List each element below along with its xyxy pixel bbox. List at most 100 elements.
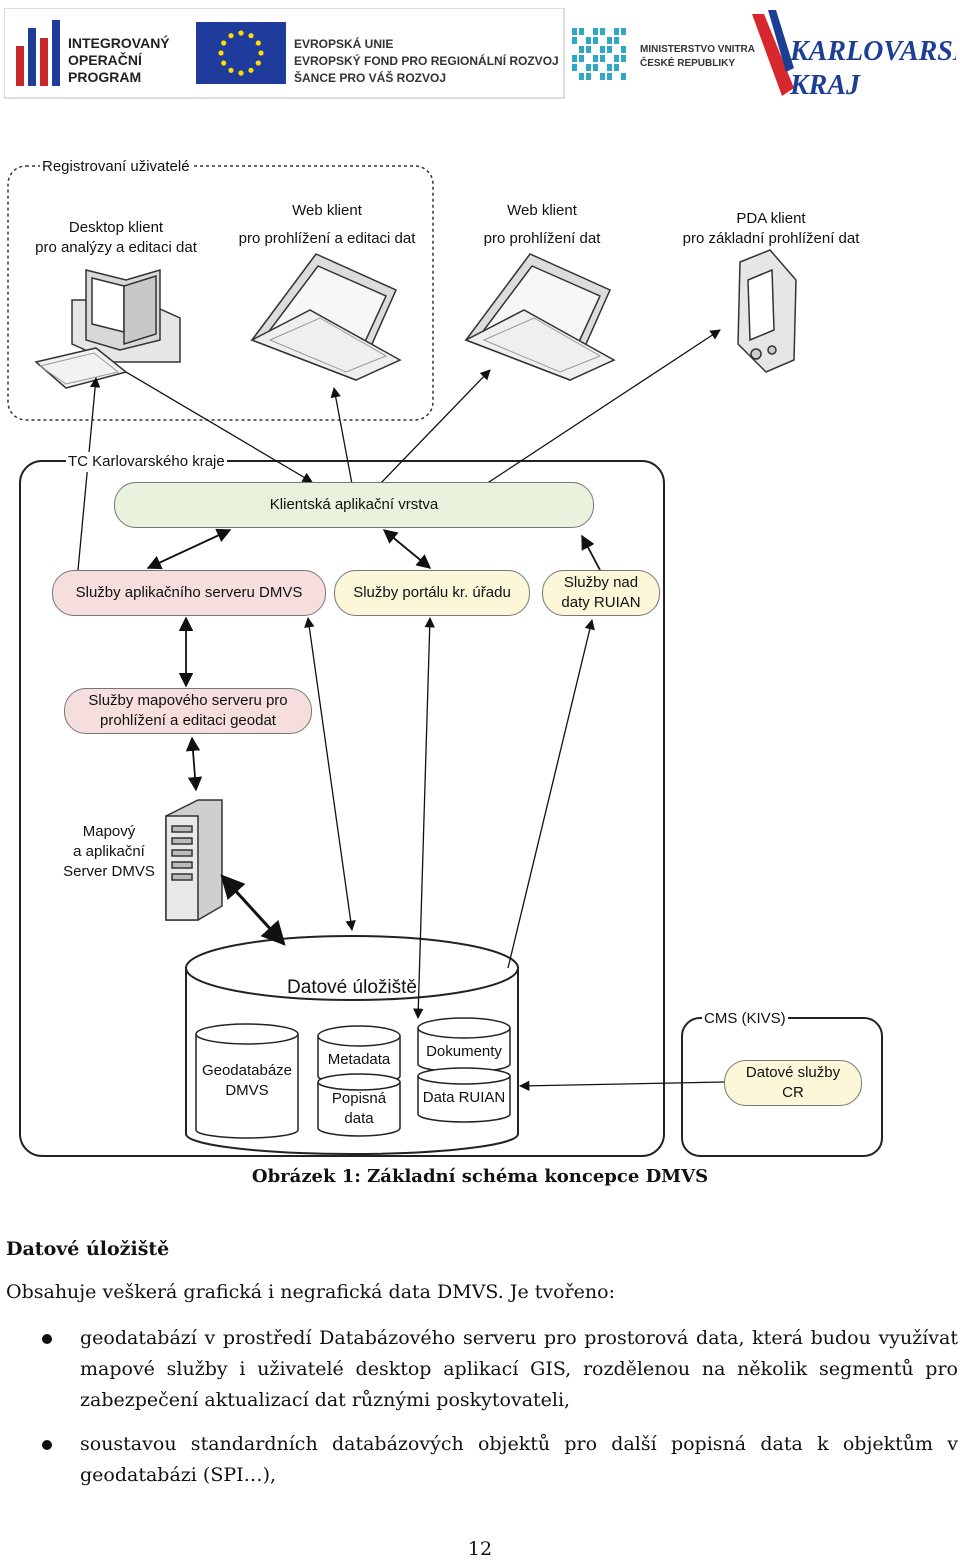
eu-star-icon — [248, 33, 254, 39]
eu-star-icon — [238, 30, 244, 36]
mv-logo: MINISTERSTVO VNITRA ČESKÉ REPUBLIKY — [572, 28, 755, 80]
app-server-services-label: Služby aplikačního serveru DMVS — [75, 584, 303, 601]
geodatabase-line-2: DMVS — [225, 1082, 269, 1099]
mv-dot-icon — [579, 28, 584, 35]
documents-label: Dokumenty — [426, 1043, 502, 1060]
mv-dot-icon — [621, 55, 626, 62]
mv-dot-icon — [600, 55, 605, 62]
client-web-view-subtitle: pro prohlížení dat — [483, 230, 601, 247]
client-desktop-label: Desktop klient pro analýzy a editaci dat — [20, 218, 212, 258]
server-label-line-1: Mapový — [82, 823, 136, 840]
ruian-services: Služby nad daty RUIAN — [542, 570, 660, 616]
cr-data-services: Datové služby CR — [724, 1060, 862, 1106]
eu-line-3: ŠANCE PRO VÁŠ ROZVOJ — [294, 70, 446, 85]
client-desktop-subtitle: pro analýzy a editaci dat — [35, 239, 197, 256]
descriptive-data-line-2: data — [344, 1110, 374, 1127]
architecture-diagram — [7, 165, 883, 1157]
mv-dot-icon — [579, 46, 584, 53]
mv-dot-icon — [614, 37, 619, 44]
client-pda-label: PDA klient pro základní prohlížení dat — [668, 209, 874, 249]
mv-dot-icon — [621, 46, 626, 53]
ruian-services-line-2: daty RUIAN — [561, 594, 641, 611]
mv-dot-icon — [586, 64, 591, 71]
group-label-registered-users: Registrovaní uživatelé — [40, 157, 192, 177]
server-label-line-3: Server DMVS — [63, 863, 155, 880]
client-application-layer: Klientská aplikační vrstva — [114, 482, 594, 528]
iop-line-3: PROGRAM — [68, 69, 141, 85]
mv-dot-icon — [600, 28, 605, 35]
iop-line-2: OPERAČNÍ — [68, 51, 143, 68]
eu-line-2: EVROPSKÝ FOND PRO REGIONÁLNÍ ROZVOJ — [294, 53, 559, 68]
storage-title: Datové úložiště — [287, 977, 417, 998]
metadata-label: Metadata — [327, 1051, 391, 1068]
mv-dot-icon — [593, 55, 598, 62]
section-heading: Datové úložiště — [6, 1238, 170, 1260]
kk-line-2: KRAJ — [789, 70, 861, 100]
client-desktop-title: Desktop klient — [68, 219, 164, 236]
ruian-services-line-1: Služby nad — [563, 574, 639, 591]
eu-line-1: EVROPSKÁ UNIE — [294, 36, 393, 51]
mv-line-2: ČESKÉ REPUBLIKY — [640, 56, 735, 69]
pda-icon — [737, 249, 797, 373]
mv-dot-icon — [586, 37, 591, 44]
karlovarsky-kraj-logo: KARLOVARSKÝ KRAJ — [752, 10, 956, 100]
mv-dot-icon — [579, 73, 584, 80]
client-web-view-title: Web klient — [507, 202, 577, 219]
eu-star-icon — [255, 60, 261, 66]
mv-dot-icon — [621, 73, 626, 80]
desktop-computer-icon — [34, 268, 181, 389]
map-server-services: Služby mapového serveru pro prohlížení a… — [64, 688, 312, 734]
iop-line-1: INTEGROVANÝ — [68, 34, 170, 51]
eu-star-icon — [228, 67, 234, 73]
portal-services: Služby portálu kr. úřadu — [334, 570, 530, 616]
bullet-item: geodatabází v prostředí Databázového ser… — [80, 1327, 958, 1411]
client-pda-title: PDA klient — [736, 210, 806, 227]
mv-dot-icon — [607, 46, 612, 53]
eu-flag-icon: EVROPSKÁ UNIE EVROPSKÝ FOND PRO REGIONÁL… — [196, 22, 559, 85]
eu-star-icon — [255, 40, 261, 46]
mv-dot-icon — [572, 37, 577, 44]
mv-dot-icon — [614, 28, 619, 35]
client-web-view-label: Web klient pro prohlížení dat — [460, 201, 624, 249]
page-number: 12 — [467, 1538, 493, 1560]
bullet-dot — [42, 1334, 52, 1344]
ruian-data-label: Data RUIAN — [422, 1089, 506, 1106]
laptop-icon — [250, 253, 402, 381]
client-web-edit-title: Web klient — [292, 202, 362, 219]
app-server-services: Služby aplikačního serveru DMVS — [52, 570, 326, 616]
kk-line-1: KARLOVARSKÝ — [789, 36, 956, 67]
bullet-item: soustavou standardních databázových obje… — [80, 1433, 958, 1486]
figure-caption: Obrázek 1: Základní schéma koncepce DMVS — [251, 1166, 709, 1187]
data-storage-cylinder — [185, 935, 519, 1155]
eu-star-icon — [248, 67, 254, 73]
header-logo-strip: INTEGROVANÝ OPERAČNÍ PROGRAM EVROPSKÁ UN… — [4, 8, 956, 100]
eu-star-icon — [238, 70, 244, 76]
server-tower-icon — [165, 799, 223, 921]
mv-dot-icon — [572, 64, 577, 71]
eu-star-icon — [221, 60, 227, 66]
client-pda-subtitle: pro základní prohlížení dat — [682, 230, 860, 247]
intro-paragraph: Obsahuje veškerá grafická i negrafická d… — [6, 1281, 615, 1303]
mv-dot-icon — [607, 73, 612, 80]
descriptive-data-line-1: Popisná — [331, 1090, 387, 1107]
mv-line-1: MINISTERSTVO VNITRA — [640, 44, 755, 55]
eu-star-icon — [228, 33, 234, 39]
mv-dot-icon — [621, 28, 626, 35]
geodatabase-line-1: Geodatabáze — [201, 1062, 293, 1079]
group-label-cms: CMS (KIVS) — [702, 1009, 788, 1029]
group-tc-karlovarskeho-kraje — [19, 460, 665, 1157]
cr-data-services-line-1: Datové služby — [745, 1064, 841, 1081]
mv-dot-icon — [593, 37, 598, 44]
mv-dot-icon — [586, 46, 591, 53]
map-server-services-line-2: prohlížení a editaci geodat — [100, 712, 276, 729]
mv-dot-icon — [607, 37, 612, 44]
mv-dot-icon — [572, 28, 577, 35]
laptop-icon — [464, 253, 616, 381]
server-label-line-2: a aplikační — [73, 843, 145, 860]
mv-dot-icon — [572, 55, 577, 62]
client-web-edit-subtitle: pro prohlížení a editaci dat — [238, 230, 416, 247]
geodatabase-label: Geodatabáze DMVS — [196, 1061, 298, 1101]
mv-dot-icon — [586, 73, 591, 80]
mv-dot-icon — [614, 64, 619, 71]
mv-dot-icon — [600, 73, 605, 80]
